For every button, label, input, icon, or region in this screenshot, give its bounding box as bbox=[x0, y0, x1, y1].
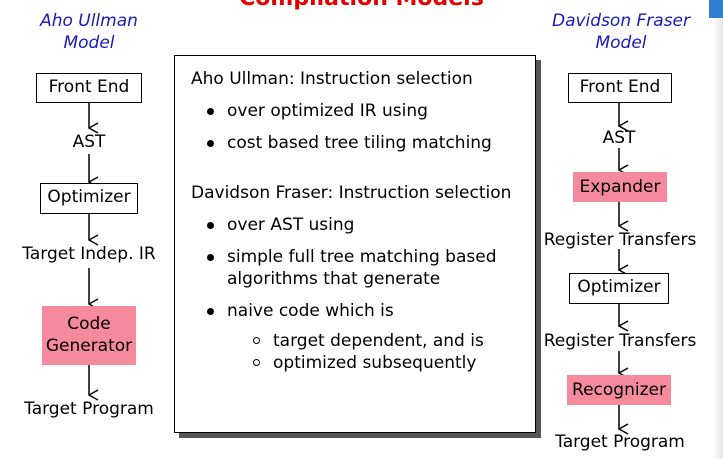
corner-tab bbox=[709, 0, 723, 18]
right-model-title: Davidson Fraser Model bbox=[537, 10, 705, 54]
right-optimizer-box: Optimizer bbox=[569, 273, 669, 304]
right-target-program-label: Target Program bbox=[555, 432, 685, 452]
bullet-dot bbox=[207, 308, 214, 315]
right-ast-label: AST bbox=[602, 128, 636, 148]
davidson-fraser-points: over AST using simple full tree matching… bbox=[191, 214, 525, 322]
df-point-2-line2: algorithms that generate bbox=[227, 269, 441, 289]
bullet-dot bbox=[207, 222, 214, 229]
left-target-indep-ir-label: Target Indep. IR bbox=[22, 244, 156, 264]
aho-ullman-points: over optimized IR using cost based tree … bbox=[191, 100, 525, 154]
right-model-title-line2: Model bbox=[595, 33, 647, 53]
df-point-2: simple full tree matching based algorith… bbox=[191, 246, 525, 290]
df-point-1-text: over AST using bbox=[227, 215, 355, 235]
df-point-3: naive code which is bbox=[191, 300, 525, 322]
left-code-generator-line1: Code bbox=[67, 314, 111, 334]
df-point-1: over AST using bbox=[191, 214, 525, 236]
aho-ullman-heading: Aho Ullman: Instruction selection bbox=[191, 69, 473, 89]
df-subpoint-1: target dependent, and is bbox=[191, 330, 525, 352]
left-model-title-line2: Model bbox=[63, 33, 115, 53]
aho-point-2: cost based tree tiling matching bbox=[191, 132, 525, 154]
df-subpoints: target dependent, and is optimized subse… bbox=[191, 330, 525, 374]
df-subpoint-1-text: target dependent, and is bbox=[273, 331, 484, 351]
df-point-2-line1: simple full tree matching based bbox=[227, 247, 497, 267]
left-target-program-label: Target Program bbox=[24, 399, 154, 419]
circle-bullet bbox=[253, 359, 260, 366]
bullet-dot bbox=[207, 140, 214, 147]
circle-bullet bbox=[253, 337, 260, 344]
right-recognizer-box: Recognizer bbox=[567, 375, 671, 405]
aho-point-2-text: cost based tree tiling matching bbox=[227, 133, 492, 153]
left-code-generator-box: Code Generator bbox=[42, 306, 136, 365]
right-expander-box: Expander bbox=[573, 172, 667, 202]
aho-point-1: over optimized IR using bbox=[191, 100, 525, 122]
comparison-box: Aho Ullman: Instruction selection over o… bbox=[174, 55, 536, 433]
left-model-title-line1: Aho Ullman bbox=[40, 11, 138, 31]
right-model-title-line1: Davidson Fraser bbox=[551, 11, 690, 31]
left-front-end-box: Front End bbox=[36, 73, 142, 103]
right-register-transfers-1-label: Register Transfers bbox=[543, 230, 697, 250]
df-subpoint-2: optimized subsequently bbox=[191, 352, 525, 374]
right-front-end-box: Front End bbox=[568, 73, 672, 103]
page-title: Compilation Models bbox=[0, 0, 723, 12]
df-subpoint-2-text: optimized subsequently bbox=[273, 353, 477, 373]
davidson-fraser-heading: Davidson Fraser: Instruction selection bbox=[191, 183, 512, 203]
df-point-3-text: naive code which is bbox=[227, 301, 394, 321]
left-ast-label: AST bbox=[72, 132, 106, 152]
bullet-dot bbox=[207, 108, 214, 115]
aho-point-1-text: over optimized IR using bbox=[227, 101, 428, 121]
page-edge-strip bbox=[713, 18, 723, 459]
bullet-dot bbox=[207, 254, 214, 261]
left-optimizer-box: Optimizer bbox=[40, 183, 138, 214]
left-code-generator-line2: Generator bbox=[45, 336, 133, 356]
right-register-transfers-2-label: Register Transfers bbox=[543, 331, 697, 351]
left-model-title: Aho Ullman Model bbox=[14, 10, 164, 54]
